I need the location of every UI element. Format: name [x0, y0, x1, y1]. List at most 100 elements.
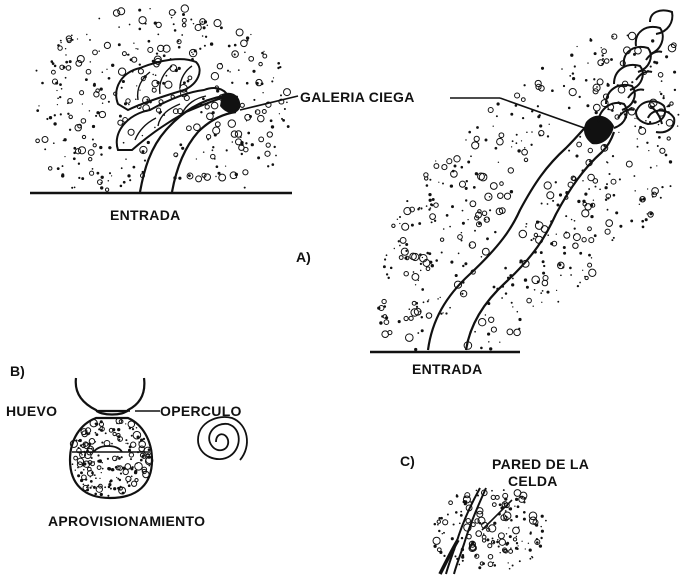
stipple-dot: [511, 302, 513, 304]
stipple-dot: [61, 173, 64, 176]
stipple-dot: [605, 186, 608, 189]
stipple-dot: [642, 226, 645, 229]
stipple-dot: [405, 250, 407, 252]
label-pared-line2: CELDA: [508, 473, 558, 489]
stipple-dot: [454, 165, 457, 168]
stipple-dot: [429, 179, 431, 181]
stipple-dot: [207, 139, 209, 141]
stipple-dot: [485, 219, 487, 221]
stipple-dot: [634, 66, 636, 68]
stipple-dot: [101, 95, 106, 100]
stipple-dot: [515, 498, 518, 501]
stipple-dot: [126, 99, 130, 103]
stipple-dot: [178, 177, 181, 180]
stipple-dot: [593, 200, 594, 201]
stipple-dot: [555, 181, 557, 183]
stipple-dot: [99, 460, 102, 463]
stipple-dot: [521, 98, 525, 102]
stipple-dot: [496, 115, 498, 117]
stipple-dot: [384, 258, 386, 260]
cell-neck: [76, 378, 145, 415]
stipple-dot: [200, 111, 202, 113]
stipple-dot: [588, 254, 591, 257]
stipple-dot: [102, 71, 104, 73]
stipple-dot: [130, 58, 133, 61]
stipple-dot: [228, 45, 231, 48]
stipple-dot: [593, 104, 600, 111]
stipple-dot: [421, 288, 424, 291]
stipple-dot: [479, 522, 481, 524]
stipple-dot: [202, 97, 205, 100]
stipple-dot: [509, 568, 511, 570]
stipple-dot: [384, 320, 389, 325]
stipple-dot: [116, 477, 117, 478]
stipple-dot: [537, 115, 540, 118]
stipple-dot: [406, 200, 408, 202]
stipple-dot: [634, 125, 636, 127]
stipple-dot: [392, 224, 395, 227]
stipple-dot: [148, 448, 151, 451]
stipple-dot: [78, 163, 80, 165]
stipple-dot: [419, 207, 421, 209]
stipple-dot: [467, 219, 468, 220]
stipple-dot: [135, 48, 136, 49]
stipple-dot: [48, 167, 52, 171]
stipple-dot: [467, 161, 470, 164]
stipple-dot: [667, 137, 670, 140]
stipple-dot: [86, 69, 91, 74]
stipple-dot: [541, 67, 544, 70]
stipple-dot: [240, 103, 244, 107]
stipple-dot: [677, 114, 679, 116]
stipple-dot: [214, 20, 221, 27]
stipple-dot: [245, 142, 247, 144]
stipple-dot: [133, 166, 136, 169]
stipple-dot: [512, 278, 514, 280]
stipple-dot: [662, 97, 664, 99]
stipple-dot: [62, 165, 64, 167]
stipple-dot: [516, 142, 518, 144]
stipple-dot: [439, 551, 442, 554]
stipple-dot: [246, 36, 249, 39]
stipple-dot: [273, 77, 274, 78]
stipple-dot: [379, 321, 382, 324]
stipple-dot: [416, 306, 418, 308]
stipple-dot: [515, 547, 518, 550]
stipple-dot: [102, 427, 103, 428]
stipple-dot: [607, 162, 608, 163]
stipple-dot: [142, 135, 143, 136]
stipple-dot: [471, 543, 474, 546]
stipple-dot: [420, 270, 422, 272]
stipple-dot: [411, 224, 414, 227]
stipple-dot: [437, 520, 440, 523]
stipple-dot: [517, 311, 519, 313]
stipple-dot: [524, 147, 525, 148]
stipple-dot: [438, 182, 439, 183]
stipple-dot: [557, 301, 559, 303]
stipple-dot: [648, 150, 649, 151]
stipple-dot: [259, 137, 264, 142]
stipple-dot: [516, 134, 518, 136]
stipple-dot: [66, 66, 71, 71]
stipple-dot: [510, 113, 513, 116]
stipple-dot: [250, 34, 251, 35]
stipple-dot: [234, 44, 237, 47]
stipple-dot: [93, 50, 98, 55]
stipple-dot: [400, 237, 406, 243]
stipple-dot: [574, 234, 576, 236]
stipple-dot: [89, 110, 90, 111]
stipple-dot: [94, 493, 97, 496]
stipple-dot: [556, 290, 557, 291]
stipple-dot: [83, 462, 86, 465]
stipple-dot: [522, 149, 528, 155]
stipple-dot: [618, 86, 625, 93]
stipple-dot: [541, 530, 544, 533]
stipple-dot: [225, 165, 226, 166]
stipple-dot: [131, 481, 136, 486]
stipple-dot: [108, 467, 111, 470]
stipple-dot: [60, 113, 62, 115]
stipple-dot: [79, 439, 82, 442]
stipple-dot: [51, 60, 54, 63]
stipple-dot: [199, 24, 201, 26]
stipple-dot: [451, 537, 454, 540]
stipple-dot: [99, 146, 102, 149]
